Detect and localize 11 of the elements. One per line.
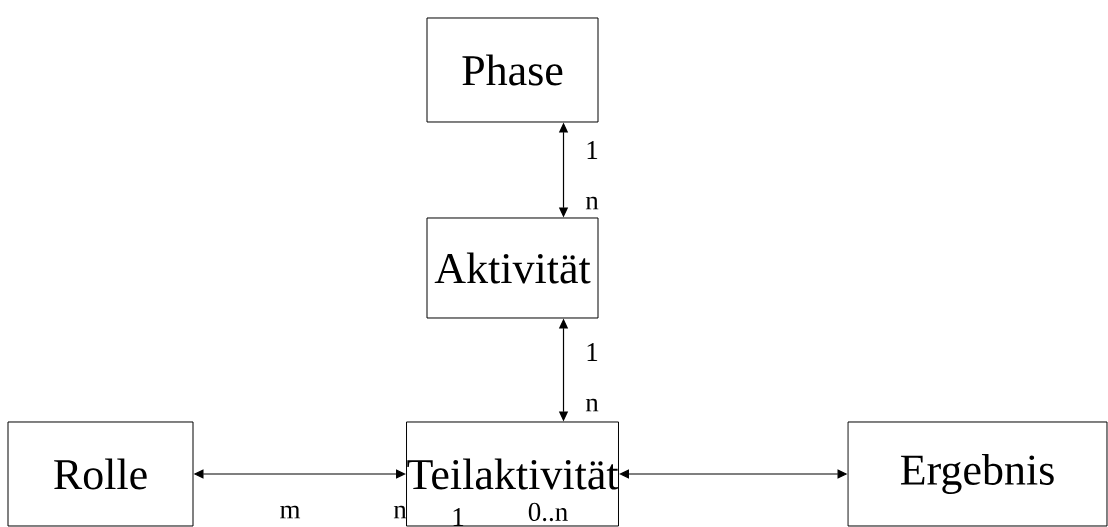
cardinality-label: 1 xyxy=(453,508,464,526)
cardinality-label: 1 xyxy=(587,343,598,361)
entity-box: Rolle xyxy=(7,421,194,527)
cardinality-label: n xyxy=(585,196,599,210)
cardinality-label: m xyxy=(280,505,301,519)
entity-box: Ergebnis xyxy=(847,421,1108,527)
entity-box: Phase xyxy=(426,17,599,123)
entity-box: Aktivität xyxy=(426,217,599,319)
cardinality-label: 1 xyxy=(587,141,598,159)
cardinality-label: n xyxy=(585,398,599,412)
cardinality-label: 0..n xyxy=(528,502,568,522)
